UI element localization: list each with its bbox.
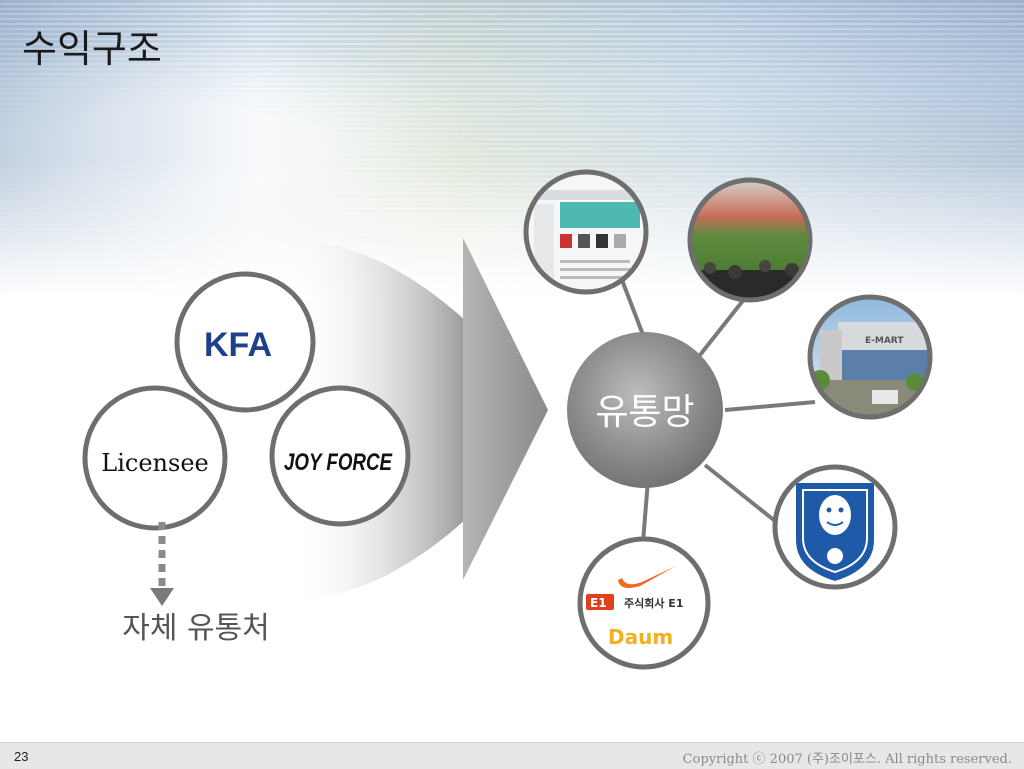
- licensee-node: [82, 385, 228, 531]
- joyforce-node: [269, 385, 411, 527]
- spoke-online-shop: [523, 169, 649, 295]
- slide-footer: 23 Copyright ⓒ 2007 (주)조이포스. All rights …: [0, 742, 1024, 769]
- spoke-sponsors: E1 주식회사 E1 Daum: [577, 536, 711, 670]
- flow-arrow: [463, 238, 548, 580]
- emart-sign-text: E-MART: [865, 336, 904, 346]
- hub-label: 유통망: [595, 392, 694, 433]
- joyforce-logo: JOY FORCE: [284, 449, 393, 476]
- hub-circle: [567, 332, 723, 488]
- hub-spokes: [620, 279, 816, 543]
- page-number: 23: [14, 749, 29, 764]
- copyright-notice: Copyright ⓒ 2007 (주)조이포스. All rights res…: [682, 752, 1012, 767]
- e1-logo-mark: E1: [590, 596, 607, 610]
- licensee-label: Licensee: [101, 449, 208, 477]
- spoke-stadium: [687, 177, 813, 303]
- own-channel-label: 자체 유통처: [122, 611, 270, 646]
- swoosh-logo: [618, 566, 676, 588]
- kfa-logo: KFA: [204, 326, 272, 364]
- spoke-emart: E-MART: [807, 294, 933, 420]
- kfa-node: [174, 271, 316, 413]
- spoke-kfa-emblem: [772, 464, 898, 590]
- slide-title: 수익구조: [22, 27, 162, 71]
- daum-logo-text: Daum: [608, 625, 673, 649]
- tiger-crest-icon: [794, 481, 876, 584]
- revenue-structure-diagram: E-MART E1 주식회사 E1 Daum KFA JOY FORCE Lic…: [82, 169, 933, 670]
- e1-logo-box: [586, 594, 614, 610]
- down-arrow-icon: [150, 588, 174, 606]
- header-background-fade: [0, 160, 1024, 300]
- e1-company-text: 주식회사 E1: [624, 596, 683, 610]
